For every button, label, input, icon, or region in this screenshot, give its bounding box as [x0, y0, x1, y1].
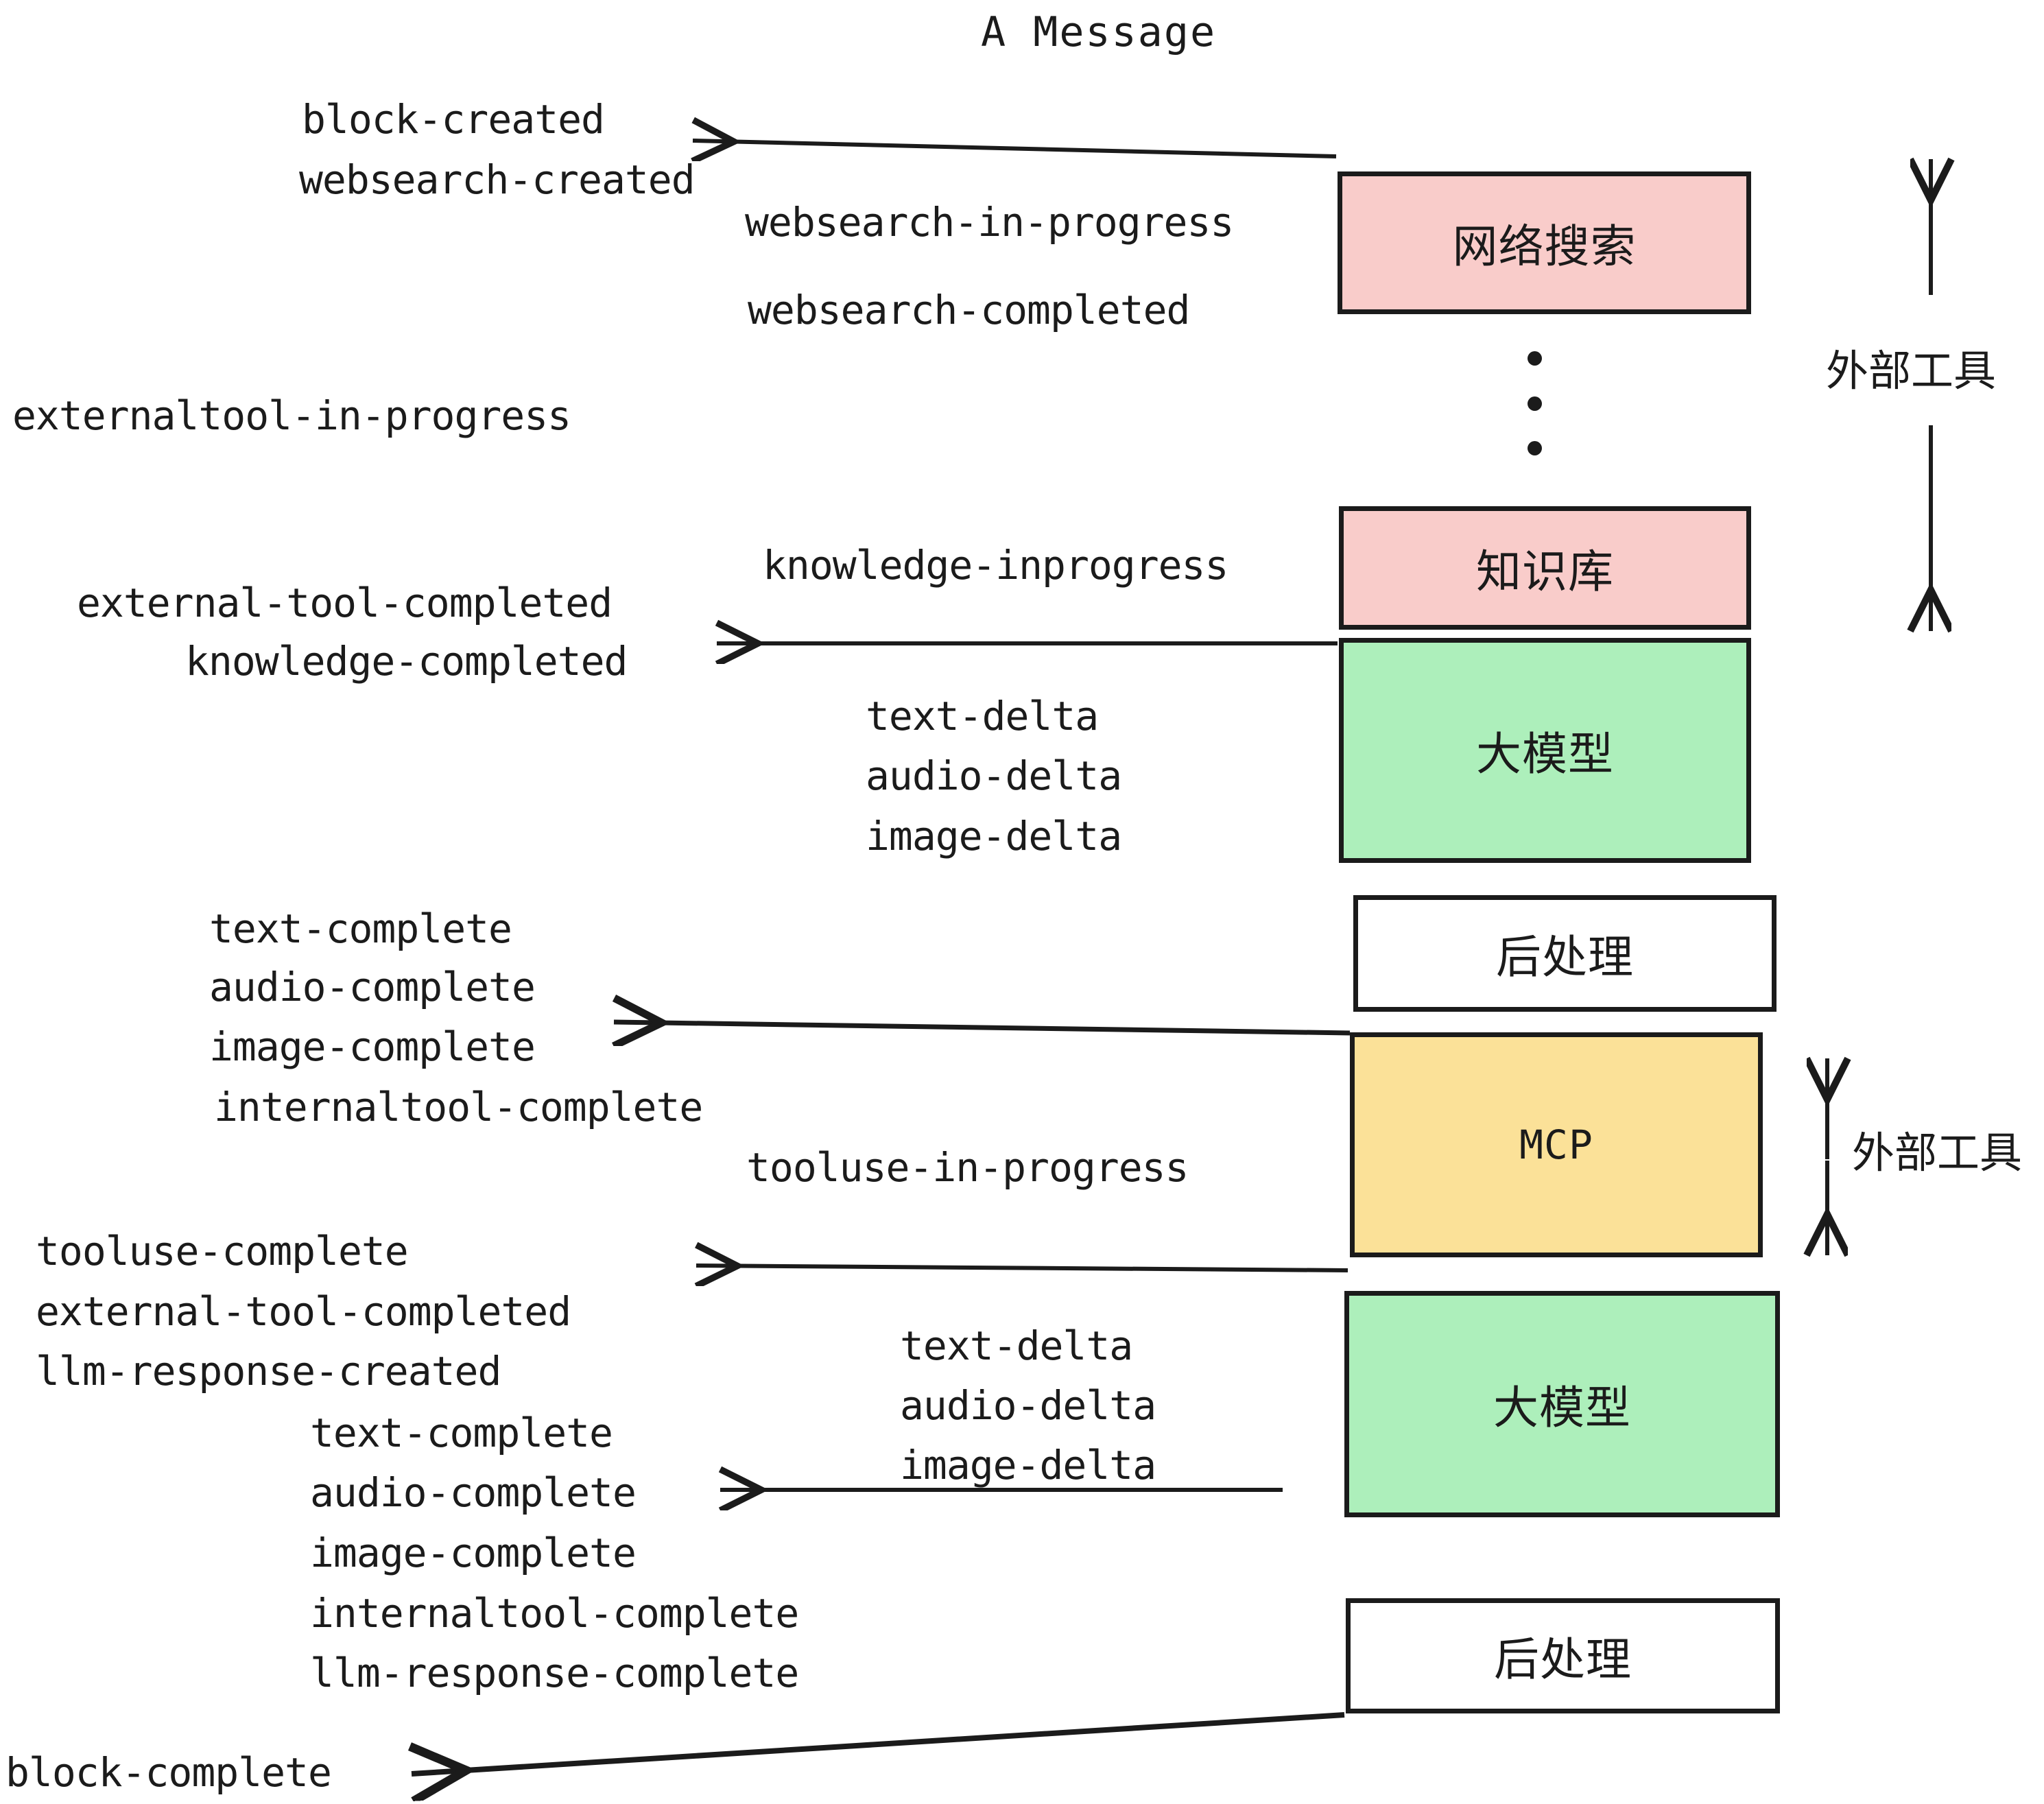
node-post-processing-2-label: 后处理	[1494, 1633, 1632, 1686]
arrow-post2-to-block-complete	[412, 1712, 1345, 1774]
event-knowledge-inprogress: knowledge-inprogress	[763, 542, 1228, 589]
event-knowledge-completed: knowledge-completed	[185, 638, 628, 685]
page-title: A Message	[981, 8, 1217, 56]
event-tooluse-in-progress: tooluse-in-progress	[746, 1144, 1189, 1191]
event-text-delta-1: text-delta	[866, 693, 1099, 739]
event-audio-complete-1: audio-complete	[209, 964, 536, 1010]
node-knowledge[interactable]: 知识库	[1339, 506, 1751, 630]
node-knowledge-label: 知识库	[1476, 545, 1614, 598]
node-post-processing-1-label: 后处理	[1496, 931, 1634, 984]
dot-3	[1527, 441, 1542, 455]
event-audio-delta-1: audio-delta	[866, 752, 1122, 799]
event-block-complete: block-complete	[5, 1749, 332, 1796]
event-websearch-in-progress: websearch-in-progress	[745, 199, 1234, 246]
event-image-complete-2: image-complete	[310, 1530, 637, 1576]
event-llm-response-complete: llm-response-complete	[310, 1650, 799, 1696]
event-text-complete-1: text-complete	[209, 905, 512, 952]
node-websearch[interactable]: 网络搜索	[1338, 171, 1751, 314]
node-llm-1[interactable]: 大模型	[1339, 638, 1751, 863]
group-label-external-tool-top: 外部工具	[1826, 346, 1997, 396]
ellipsis-dots-vertical	[1526, 351, 1543, 455]
event-image-complete-1: image-complete	[209, 1023, 536, 1070]
event-image-delta-1: image-delta	[866, 813, 1122, 859]
node-llm-2[interactable]: 大模型	[1344, 1291, 1780, 1517]
dot-1	[1527, 351, 1542, 366]
event-block-created: block-created	[302, 96, 605, 143]
node-post-processing-2[interactable]: 后处理	[1346, 1598, 1780, 1713]
node-mcp[interactable]: MCP	[1350, 1032, 1763, 1257]
node-llm-1-label: 大模型	[1476, 728, 1614, 781]
event-websearch-created: websearch-created	[299, 156, 696, 203]
event-text-delta-2: text-delta	[900, 1322, 1133, 1369]
node-websearch-label: 网络搜索	[1452, 220, 1637, 273]
arrow-post1-to-image-complete	[614, 1022, 1351, 1033]
event-tooluse-complete: tooluse-complete	[36, 1228, 409, 1274]
group-label-external-tool-bottom: 外部工具	[1852, 1128, 2023, 1178]
event-external-tool-completed-2: external-tool-completed	[36, 1288, 571, 1335]
arrow-mcp-to-tooluse-complete	[696, 1266, 1348, 1270]
event-externaltool-in-progress: externaltool-in-progress	[12, 392, 571, 439]
event-internaltool-complete-1: internaltool-complete	[214, 1084, 703, 1130]
node-llm-2-label: 大模型	[1493, 1381, 1631, 1434]
node-post-processing-1[interactable]: 后处理	[1353, 895, 1776, 1012]
event-audio-complete-2: audio-complete	[310, 1469, 637, 1516]
node-mcp-label: MCP	[1519, 1121, 1593, 1168]
event-external-tool-completed-1: external-tool-completed	[77, 580, 613, 626]
event-websearch-completed: websearch-completed	[748, 287, 1190, 333]
event-image-delta-2: image-delta	[900, 1442, 1156, 1488]
arrow-websearch-to-created	[693, 141, 1337, 156]
event-audio-delta-2: audio-delta	[900, 1382, 1156, 1429]
event-llm-response-created: llm-response-created	[36, 1348, 501, 1394]
dot-2	[1527, 396, 1542, 411]
event-internaltool-complete-2: internaltool-complete	[310, 1590, 799, 1637]
event-text-complete-2: text-complete	[310, 1410, 613, 1456]
